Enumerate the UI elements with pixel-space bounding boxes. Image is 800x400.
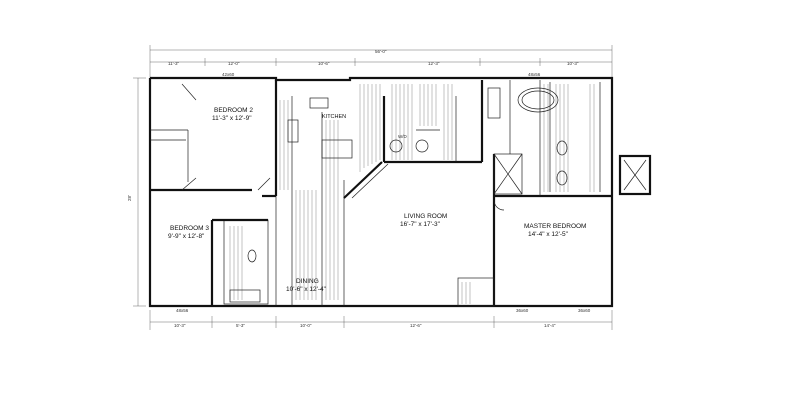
kitchen-sink-icon bbox=[309, 97, 329, 109]
window-callout-5: 36x60 bbox=[578, 308, 591, 313]
window-callouts: 42x60 48x56 48x56 36x60 36x60 W/D bbox=[176, 72, 591, 313]
door-swing-bed2 bbox=[181, 83, 197, 101]
bedroom2-name: BEDROOM 2 bbox=[214, 107, 253, 114]
bottom-dim-4: 12'-6" bbox=[410, 323, 422, 328]
toilet-icon bbox=[247, 249, 257, 263]
bottom-dim-3: 10'-0" bbox=[300, 323, 312, 328]
window-callout-4: 36x60 bbox=[516, 308, 529, 313]
living-room-name: LIVING ROOM bbox=[404, 213, 447, 220]
top-dim-2: 12'-0" bbox=[228, 61, 240, 66]
door-swing-hall bbox=[257, 177, 271, 191]
top-dim-3: 10'-6" bbox=[318, 61, 330, 66]
refrigerator-icon bbox=[287, 119, 299, 143]
garden-tub-icon bbox=[517, 87, 559, 113]
washer-icon bbox=[389, 139, 403, 153]
master-toilet-icon bbox=[556, 140, 568, 156]
dining-size: 10'-6" x 12'-4" bbox=[286, 286, 327, 293]
bedroom3-size: 9'-9" x 12'-8" bbox=[168, 233, 205, 240]
bedroom3-name: BEDROOM 3 bbox=[170, 225, 209, 232]
kitchen-name: KITCHEN bbox=[322, 114, 346, 120]
fixtures bbox=[181, 83, 568, 303]
living-room-size: 16'-7" x 17'-3" bbox=[400, 221, 441, 228]
interior-walls bbox=[150, 80, 612, 307]
exterior-detail-box bbox=[618, 154, 652, 196]
top-dim-5: 10'-3" bbox=[567, 61, 579, 66]
master-bedroom-name: MASTER BEDROOM bbox=[524, 223, 586, 230]
vanity-icon bbox=[229, 289, 261, 303]
bottom-dim-5: 14'-4" bbox=[544, 323, 556, 328]
kitchen-island-icon bbox=[321, 139, 353, 159]
dining-name: DINING bbox=[296, 278, 319, 285]
window-callout-3: 48x56 bbox=[176, 308, 189, 313]
floor-hatching bbox=[229, 84, 595, 304]
side-dimension: 28' bbox=[127, 195, 132, 201]
overall-dimension: 56'-0" bbox=[375, 49, 387, 54]
window-callout-2: 48x56 bbox=[528, 72, 541, 77]
dryer-icon bbox=[415, 139, 429, 153]
bedroom2-size: 11'-3" x 12'-9" bbox=[212, 115, 252, 122]
top-dimension-lines: 56'-0" 11'-3" 12'-0" 10'-6" 12'-3" 10'-3… bbox=[149, 45, 613, 80]
window-callout-1: 42x60 bbox=[222, 72, 235, 77]
exterior-walls bbox=[148, 76, 614, 308]
washer-dryer-label: W/D bbox=[398, 134, 407, 139]
master-sink-icon bbox=[556, 170, 568, 186]
master-bedroom-size: 14'-4" x 12'-5" bbox=[528, 231, 569, 238]
room-labels: BEDROOM 2 11'-3" x 12'-9" BEDROOM 3 9'-9… bbox=[168, 107, 586, 293]
bottom-dimension-lines: 10'-3" 5'-3" 10'-0" 12'-6" 14'-4" bbox=[149, 310, 613, 330]
bottom-dim-2: 5'-3" bbox=[236, 323, 245, 328]
door-swing-bed3 bbox=[181, 177, 197, 191]
master-vanity-icon bbox=[487, 87, 501, 119]
top-dim-1: 11'-3" bbox=[168, 61, 180, 66]
top-dim-4: 12'-3" bbox=[428, 61, 440, 66]
left-dimension-line: 28' bbox=[127, 77, 146, 307]
door-swing-master bbox=[493, 199, 505, 211]
bottom-dim-1: 10'-3" bbox=[174, 323, 186, 328]
